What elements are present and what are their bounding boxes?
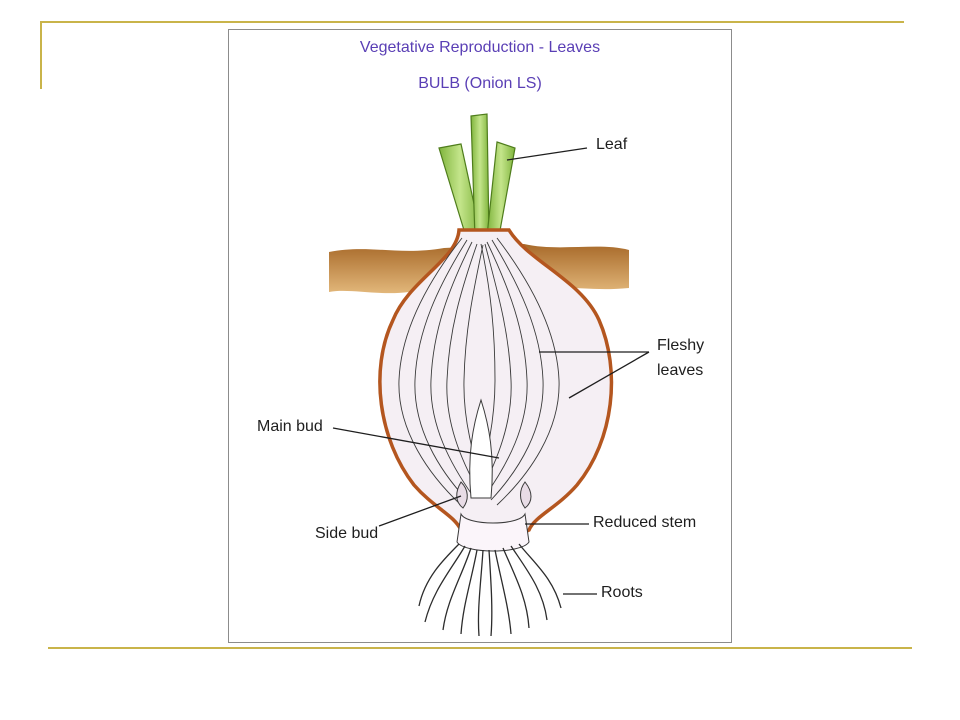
- root-strands: [418, 543, 562, 637]
- slide-left-rule: [40, 21, 42, 89]
- reduced-stem-shape: [456, 512, 530, 552]
- side-bud-left: [456, 481, 468, 509]
- label-leaf: Leaf: [596, 136, 628, 153]
- figure-title: Vegetative Reproduction - Leaves: [359, 39, 601, 56]
- fleshy-leaf-lines: [398, 237, 560, 506]
- onion-bulb-diagram: [329, 113, 650, 637]
- leaf-shoots: [438, 113, 516, 241]
- label-side-bud: Side bud: [315, 525, 379, 542]
- side-bud-right: [520, 481, 532, 509]
- onion-bulb-figure: Vegetative Reproduction - Leaves BULB (O…: [228, 29, 732, 643]
- label-fleshy-leaves-line2: leaves: [657, 362, 704, 379]
- label-main-bud: Main bud: [257, 418, 323, 435]
- main-bud-shape: [469, 398, 493, 499]
- label-fleshy-leaves-line1: Fleshy: [657, 337, 705, 354]
- slide-bottom-rule: [48, 647, 912, 649]
- label-reduced-stem: Reduced stem: [593, 514, 697, 531]
- slide-top-rule: [40, 21, 904, 23]
- label-roots: Roots: [601, 584, 643, 601]
- figure-subtitle: BULB (Onion LS): [418, 75, 542, 92]
- pointer-lines: [332, 147, 650, 595]
